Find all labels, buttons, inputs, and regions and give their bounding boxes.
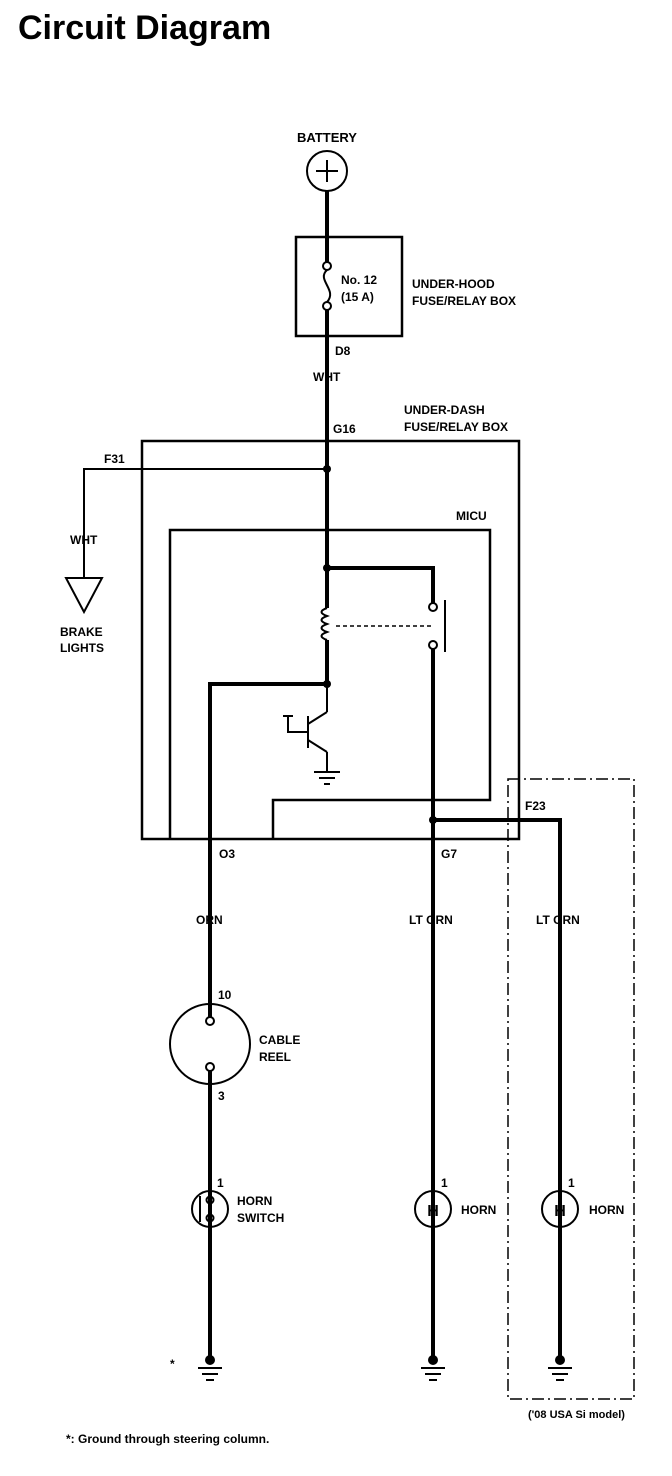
g7-label: G7 xyxy=(441,847,457,861)
f23-label: F23 xyxy=(525,799,546,813)
relay-switch-feed xyxy=(327,566,435,604)
horn-1-symbol xyxy=(414,1190,452,1228)
ltgrn-label-2: LT GRN xyxy=(536,913,580,927)
cable-reel-label-2: REEL xyxy=(259,1050,291,1064)
horn-1-label: HORN xyxy=(461,1203,496,1217)
battery-label: BATTERY xyxy=(297,130,357,145)
f31-wire xyxy=(83,468,327,578)
pin-3-label: 3 xyxy=(218,1089,225,1103)
pin-10-label: 10 xyxy=(218,988,232,1002)
ltgrn-label-1: LT GRN xyxy=(409,913,453,927)
f31-label: F31 xyxy=(104,452,125,466)
underdash-fuse-box xyxy=(140,439,521,841)
transistor-symbol xyxy=(283,684,340,785)
brake-label-2: LIGHTS xyxy=(60,641,104,655)
brake-label-1: BRAKE xyxy=(60,625,103,639)
si-model-box xyxy=(507,778,635,1400)
pin-1-horn-2-label: 1 xyxy=(568,1176,575,1190)
footnote: *: Ground through steering column. xyxy=(66,1432,269,1446)
micu-label: MICU xyxy=(456,509,487,523)
wht-brake-label: WHT xyxy=(70,533,98,547)
pin-1-switch-label: 1 xyxy=(217,1176,224,1190)
horn-2-label: HORN xyxy=(589,1203,624,1217)
d8-label: D8 xyxy=(335,344,351,358)
horn-switch-symbol xyxy=(191,1190,229,1228)
wht-main-label: WHT xyxy=(313,370,341,384)
diagram-title: Circuit Diagram xyxy=(18,9,271,47)
battery-symbol xyxy=(306,150,348,192)
g16-label: G16 xyxy=(333,422,356,436)
cable-reel-pin-10 xyxy=(205,1016,215,1026)
horn-2-h-label: H xyxy=(554,1203,566,1220)
horn-2-symbol xyxy=(541,1190,579,1228)
micu-box xyxy=(168,528,492,839)
relay-contacts xyxy=(428,600,446,652)
cable-reel-pin-3 xyxy=(205,1062,215,1072)
fuse-rating-label: (15 A) xyxy=(341,290,374,304)
o3-label: O3 xyxy=(219,847,235,861)
underhood-fuse-box xyxy=(294,235,404,338)
underdash-label-1: UNDER-DASH xyxy=(404,403,485,417)
horn-switch-label-1: HORN xyxy=(237,1194,272,1208)
model-note-label: ('08 USA Si model) xyxy=(528,1409,625,1421)
ground-horn-switch xyxy=(198,1355,222,1381)
fuse-no-12 xyxy=(322,261,332,311)
horn-switch-label-2: SWITCH xyxy=(237,1211,284,1225)
f23-wire xyxy=(433,818,562,1360)
cable-reel-label-1: CABLE xyxy=(259,1033,300,1047)
o3-feed-wire xyxy=(208,682,327,1018)
asterisk-label: * xyxy=(170,1357,175,1371)
relay-coil xyxy=(320,568,330,684)
underhood-label-2: FUSE/RELAY BOX xyxy=(412,294,516,308)
orn-label: ORN xyxy=(196,913,223,927)
ground-horn-2 xyxy=(548,1355,572,1381)
pin-1-horn-1-label: 1 xyxy=(441,1176,448,1190)
horn-1-h-label: H xyxy=(427,1203,439,1220)
fuse-number-label: No. 12 xyxy=(341,273,377,287)
underhood-label-1: UNDER-HOOD xyxy=(412,277,495,291)
brake-lights-symbol xyxy=(64,577,104,615)
ground-horn-1 xyxy=(421,1355,445,1381)
underdash-label-2: FUSE/RELAY BOX xyxy=(404,420,508,434)
